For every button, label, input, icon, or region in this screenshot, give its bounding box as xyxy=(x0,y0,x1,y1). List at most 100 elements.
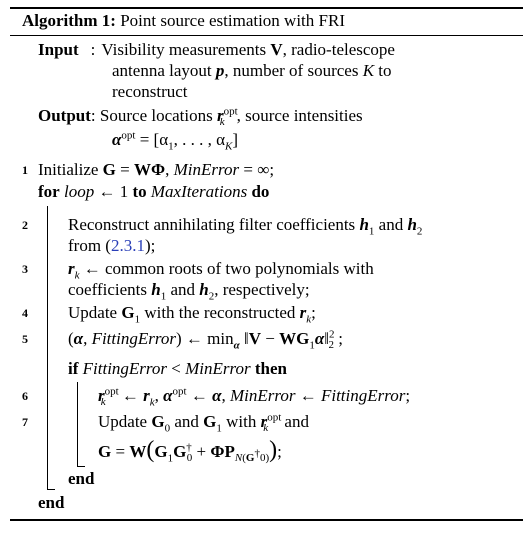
step-3-line-2-a: coefficients xyxy=(68,280,152,299)
step-7-rparen: ) xyxy=(269,437,278,463)
output-line-2-b: = [α xyxy=(135,130,169,149)
step-1-G: G xyxy=(102,160,116,179)
step-6-r2: r xyxy=(143,386,150,405)
step-3-h1-sub: 1 xyxy=(160,290,167,303)
equation-reference-link[interactable]: 2.3.1 xyxy=(110,236,145,255)
output-r-symbol: r xyxy=(217,106,224,125)
step-2-line-1: Reconstruct annihilating filter coeffici… xyxy=(68,215,423,238)
step-6-alpha-opt-sup: opt xyxy=(172,385,187,398)
algorithm-title-text: Point source estimation with FRI xyxy=(120,11,345,30)
step-2-h1-sub: 1 xyxy=(368,225,375,238)
input-line-2-c: , number of sources xyxy=(224,61,363,80)
input-K-symbol: K xyxy=(362,61,375,80)
step-5-sq-sup: 2 xyxy=(329,328,335,341)
input-visibility-symbol: V xyxy=(270,40,283,59)
step-5-fittingerror: FittingError xyxy=(91,329,176,348)
step-6-k2-sub: k xyxy=(149,396,155,409)
step-2-a: Reconstruct annihilating filter coeffici… xyxy=(68,215,360,234)
step-3-line-2-c: , respectively; xyxy=(214,280,310,299)
step-7-G0b-sub: 0 xyxy=(186,452,193,465)
step-6-h: ; xyxy=(405,386,411,405)
step-3-a: ← common roots of two polynomials with xyxy=(79,259,374,278)
step-7-W: W xyxy=(129,442,147,461)
input-line-1-a: Visibility measurements xyxy=(101,40,271,59)
step-5-h: ‖ xyxy=(324,329,329,348)
step-6-alpha: α xyxy=(163,386,173,405)
step-6-r: r xyxy=(98,386,105,405)
for-loop-scope-end xyxy=(47,489,55,490)
step-4-b: with the reconstructed xyxy=(140,303,300,322)
step-7-N-zero: 0 xyxy=(259,452,266,465)
step-7-opt-sup: opt xyxy=(267,411,282,424)
if-keyword: if xyxy=(68,359,79,378)
step-3-h2: h xyxy=(199,280,209,299)
input-layout-symbol: p xyxy=(215,61,225,80)
output-opt-sup: opt xyxy=(223,105,238,118)
step-6-a: ← xyxy=(117,386,144,405)
step-4-a: Update xyxy=(68,303,122,322)
step-7-N-G: G xyxy=(245,452,255,465)
step-3-h2-sub: 2 xyxy=(208,290,215,303)
step-4-k-sub: k xyxy=(306,313,312,326)
step-7-G0-sub: 0 xyxy=(164,422,171,435)
step-7-line-1: Update G0 and G1 with roptk and xyxy=(98,411,309,435)
line-number-4: 4 xyxy=(22,306,28,320)
step-2-h2: h xyxy=(407,215,417,234)
output-alpha-symbol: α xyxy=(112,130,122,149)
output-line-1: Output: Source locations roptk, source i… xyxy=(38,105,363,128)
output-line-1-c: , source intensities xyxy=(236,106,363,125)
step-3-k-sub: k xyxy=(74,269,80,282)
algorithm-title: Algorithm 1: Point source estimation wit… xyxy=(22,11,345,31)
step-7-b: and xyxy=(170,412,204,431)
step-5-G-sub: 1 xyxy=(309,339,315,352)
to-keyword: to xyxy=(132,182,147,201)
step-7-lparen: ( xyxy=(146,437,155,463)
step-1-minerror: MinError xyxy=(173,160,240,179)
then-keyword: then xyxy=(254,359,287,378)
step-5-V: V xyxy=(248,329,261,348)
step-7-a: Update xyxy=(98,412,152,431)
top-rule xyxy=(10,7,523,9)
step-6-f: ← xyxy=(295,386,321,405)
if-scope-bar xyxy=(77,382,78,467)
input-line-3: reconstruct xyxy=(112,82,188,101)
line-number-5: 5 xyxy=(22,332,28,346)
output-label: Output xyxy=(38,106,91,125)
step-1-text: Initialize G = WΦ, MinError = ∞; xyxy=(38,160,274,180)
step-5-f: − xyxy=(260,329,280,348)
step-5-b: , xyxy=(83,329,92,348)
step-2-line-2-b: ); xyxy=(144,236,156,255)
step-7-c: with xyxy=(221,412,261,431)
step-2-line-2: from (2.3.1); xyxy=(68,236,155,256)
step-5-text: (α, FittingError) ← minα ‖V − WG1α‖22 ; xyxy=(68,328,343,352)
step-6-alpha-2: α xyxy=(212,386,222,405)
step-7-nrp: ) xyxy=(265,452,270,465)
for-keyword: for xyxy=(38,182,60,201)
step-1-eq: = xyxy=(115,160,134,179)
step-4-G: G xyxy=(121,303,135,322)
input-label: Input xyxy=(38,40,79,59)
algorithm-title-prefix: Algorithm 1: xyxy=(22,11,116,30)
step-2-h2-sub: 2 xyxy=(416,225,423,238)
step-7-N: N xyxy=(234,452,243,465)
step-7-N-dagger: † xyxy=(254,447,260,460)
step-7-eq: = xyxy=(111,442,130,461)
step-5-norm-sub: 2 xyxy=(328,339,335,352)
step-6-fittingerror: FittingError xyxy=(320,386,406,405)
step-7-G1: G xyxy=(203,412,217,431)
step-1-a: Initialize xyxy=(38,160,103,179)
for-loop-header: for loop ← 1 to MaxIterations do xyxy=(38,182,269,202)
step-7-G1-sub: 1 xyxy=(216,422,222,435)
step-4-text: Update G1 with the reconstructed rk; xyxy=(68,303,316,326)
step-7-G0b: G xyxy=(173,442,187,461)
step-7-G: G xyxy=(98,442,112,461)
step-6-b: , xyxy=(154,386,164,405)
output-alpha-1-sub: 1 xyxy=(168,140,174,153)
step-3-r: r xyxy=(68,259,75,278)
output-line-2: αopt = [α1, . . . , αK] xyxy=(112,130,238,153)
step-7-plus: + xyxy=(192,442,211,461)
if-scope-end xyxy=(77,466,85,467)
line-number-2: 2 xyxy=(22,218,28,232)
step-7-G1b-sub: 1 xyxy=(167,452,174,465)
